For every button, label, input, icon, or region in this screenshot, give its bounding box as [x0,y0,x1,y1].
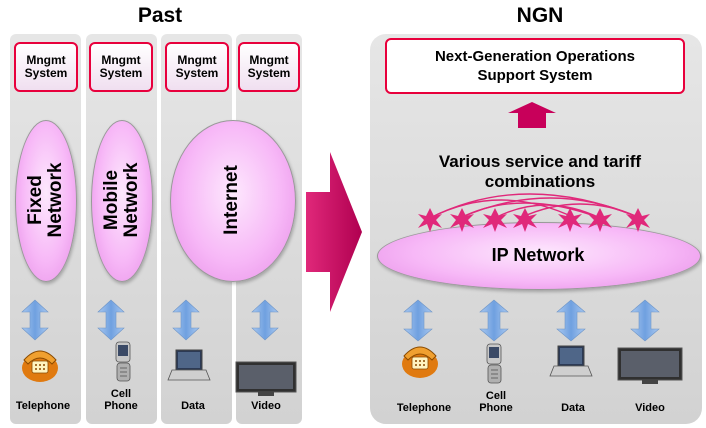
cell-phone-icon [115,341,131,382]
ngn-device-data: Data [561,402,585,414]
telephone-icon [402,346,438,378]
ngn-device-video: Video [635,402,665,414]
mobile-network-ellipse [91,120,153,282]
service-tariff-combinations: Various service and tariff combinations [438,152,642,191]
television-icon [235,361,297,396]
past-device-telephone: Telephone [15,400,71,412]
mngmt-system-video: Mngmt System [238,42,300,92]
telephone-icon [22,350,58,382]
mngmt-system-fixed: Mngmt System [14,42,78,92]
mngmt-system-internet: Mngmt System [165,42,229,92]
internet-ellipse [170,120,296,282]
past-device-cell-phone: Cell Phone [104,388,138,412]
upward-arrow [508,102,556,128]
laptop-icon [549,345,593,377]
next-gen-ops-support-system: Next-Generation Operations Support Syste… [385,38,685,94]
service-combination-links [429,193,641,219]
connection-bursts [418,208,650,232]
ip-network-ellipse [377,222,701,290]
past-double-arrows [21,299,279,341]
past-device-video: Video [251,400,281,412]
fixed-network-ellipse [15,120,77,282]
mngmt-system-mobile: Mngmt System [89,42,153,92]
ngn-heading: NGN [516,4,564,27]
cell-phone-icon [486,343,502,384]
ip-network-label: IP Network [491,245,585,265]
ngn-double-arrows [403,299,660,342]
ngn-device-telephone: Telephone [396,402,452,414]
ngn-device-cell-phone: Cell Phone [479,390,513,414]
past-device-data: Data [181,400,205,412]
laptop-icon [167,349,211,381]
transition-arrow [306,152,362,312]
television-icon [617,347,683,384]
past-heading: Past [137,4,183,27]
